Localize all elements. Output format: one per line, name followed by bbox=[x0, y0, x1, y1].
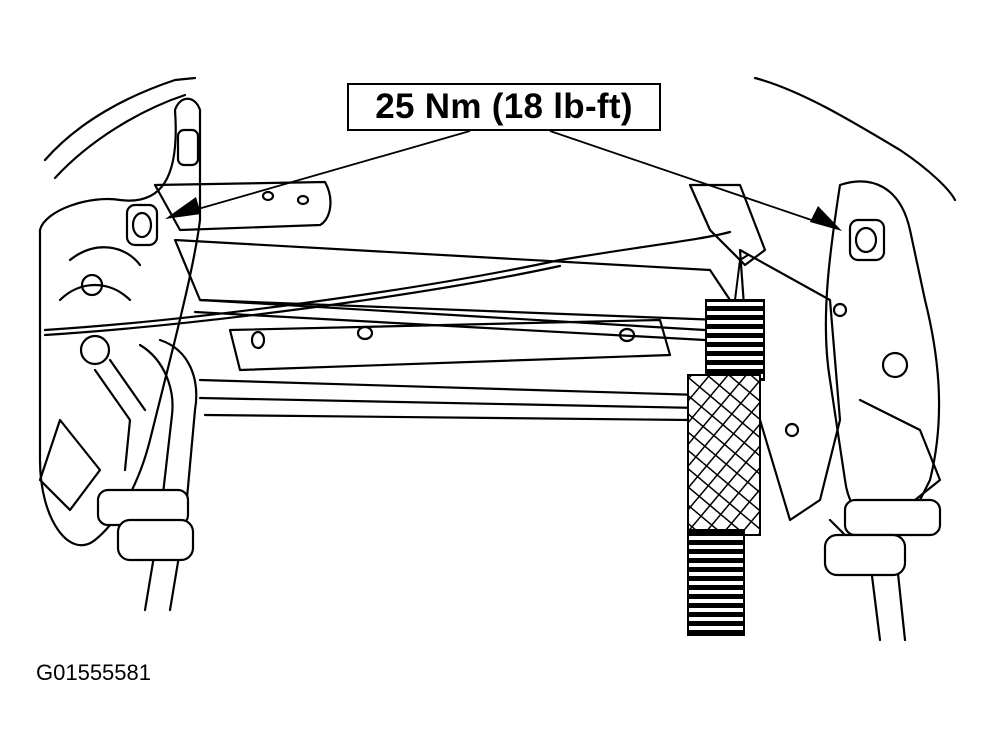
right-arrowhead bbox=[810, 206, 842, 231]
shock-absorber bbox=[687, 254, 765, 636]
right-mount-bolt bbox=[848, 218, 886, 262]
left-knuckle-outline bbox=[38, 97, 202, 547]
cross-member-beam bbox=[153, 180, 332, 232]
left-leader-line bbox=[169, 130, 471, 218]
parking-brake-cable bbox=[43, 230, 732, 332]
upper-right-body-panel bbox=[753, 76, 957, 202]
right-leader-line bbox=[549, 130, 836, 229]
upper-left-body-panel bbox=[43, 76, 197, 180]
left-arrowhead bbox=[165, 197, 201, 219]
left-mount-bolt bbox=[125, 203, 159, 247]
left-stabilizer-bar bbox=[138, 338, 198, 612]
figure-id-label: G01555581 bbox=[36, 660, 151, 685]
torque-callout-label: 25 Nm (18 lb-ft) bbox=[347, 83, 661, 131]
